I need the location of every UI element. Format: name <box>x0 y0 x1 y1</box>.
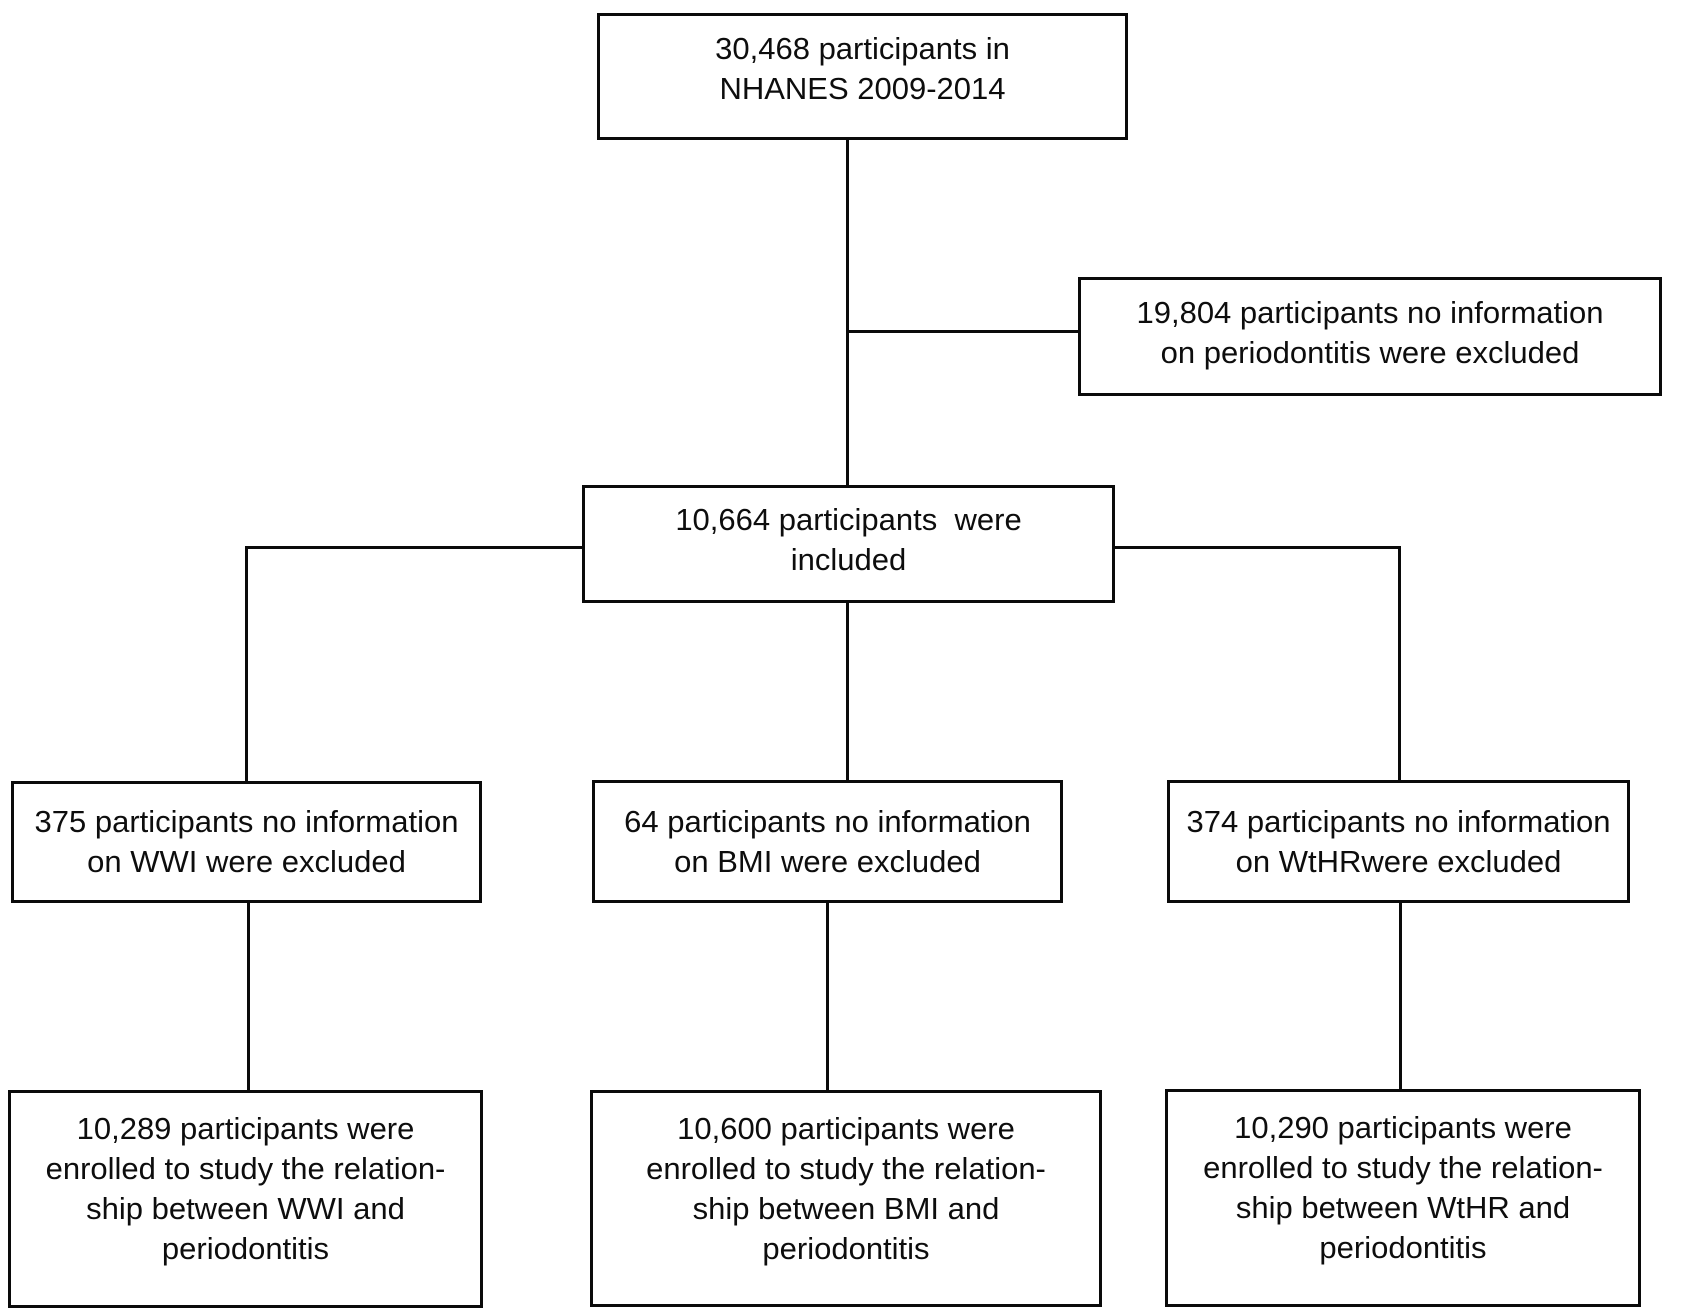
box-enrolled-bmi: 10,600 participants were enrolled to stu… <box>590 1090 1102 1307</box>
box-excluded-bmi: 64 participants no information on BMI we… <box>592 780 1063 903</box>
box-excluded-bmi-text: 64 participants no information on BMI we… <box>624 803 1031 879</box>
box-excluded-wthr-text: 374 participants no information on WtHRw… <box>1186 803 1611 879</box>
connector-included-to-wthr-branch-horizontal <box>1115 546 1401 549</box>
box-excluded-wwi-text: 375 participants no information on WWI w… <box>34 804 459 879</box>
box-included-participants: 10,664 participants were included <box>582 485 1115 603</box>
connector-wthr-branch-vertical <box>1398 546 1401 782</box>
connector-branch-to-periodontitis-exclusion <box>846 330 1078 333</box>
connector-bmi-exclusion-to-enrolled <box>826 901 829 1092</box>
connector-included-to-wwi-branch-horizontal <box>245 546 582 549</box>
box-excluded-wwi: 375 participants no information on WWI w… <box>11 781 482 903</box>
box-enrolled-wthr-text: 10,290 participants were enrolled to stu… <box>1203 1110 1603 1265</box>
connector-top-to-included <box>846 140 849 487</box>
connector-included-to-bmi-exclusion <box>846 601 849 782</box>
box-excluded-wthr: 374 participants no information on WtHRw… <box>1167 780 1630 903</box>
connector-wwi-branch-vertical <box>245 546 248 783</box>
box-excluded-periodontitis: 19,804 participants no information on pe… <box>1078 277 1662 396</box>
box-enrolled-bmi-text: 10,600 participants were enrolled to stu… <box>646 1110 1046 1266</box>
connector-wwi-exclusion-to-enrolled <box>247 901 250 1092</box>
box-enrolled-wthr: 10,290 participants were enrolled to stu… <box>1165 1089 1641 1307</box>
box-excluded-periodontitis-text: 19,804 participants no information on pe… <box>1136 294 1604 370</box>
connector-wthr-exclusion-to-enrolled <box>1399 901 1402 1091</box>
box-enrolled-wwi: 10,289 participants were enrolled to stu… <box>8 1090 483 1308</box>
box-initial-cohort-text: 30,468 participants in NHANES 2009-2014 <box>715 30 1010 106</box>
box-included-participants-text: 10,664 participants were included <box>675 502 1022 577</box>
box-enrolled-wwi-text: 10,289 participants were enrolled to stu… <box>45 1111 446 1266</box>
box-initial-cohort: 30,468 participants in NHANES 2009-2014 <box>597 13 1128 140</box>
